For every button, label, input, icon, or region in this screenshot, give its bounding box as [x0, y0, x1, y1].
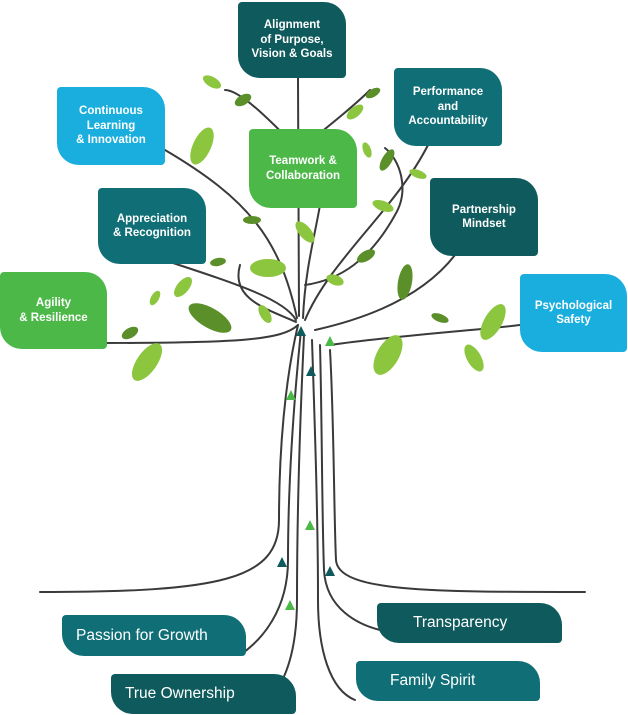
- value-agility-label: Agility & Resilience: [19, 297, 88, 324]
- value-psychological-safety: Psychological Safety: [520, 274, 627, 352]
- tree-branches: [39, 77, 586, 701]
- value-appreciation-label: Appreciation & Recognition: [113, 212, 191, 239]
- leaves: [121, 75, 506, 381]
- value-performance-accountability: Performance and Accountability: [394, 68, 502, 146]
- root-family-label: Family Spirit: [390, 672, 476, 689]
- value-continuous-label: Continuous Learning & Innovation: [76, 105, 146, 147]
- value-alignment-label: Alignment of Purpose, Vision & Goals: [251, 19, 333, 61]
- value-agility-resilience: Agility & Resilience: [0, 272, 107, 349]
- root-transparency: Transparency: [377, 603, 562, 643]
- root-transparency-label: Transparency: [413, 614, 508, 631]
- root-ownership-label: True Ownership: [125, 685, 235, 702]
- value-partnership-label: Partnership Mindset: [452, 203, 516, 230]
- flow-arrows: [277, 326, 335, 610]
- value-partnership-mindset: Partnership Mindset: [430, 178, 538, 256]
- value-continuous-learning: Continuous Learning & Innovation: [57, 87, 165, 165]
- root-passion-label: Passion for Growth: [76, 626, 208, 644]
- root-true-ownership: True Ownership: [111, 674, 296, 714]
- value-psychological-label: Psychological Safety: [534, 299, 613, 326]
- value-teamwork-label: Teamwork & Collaboration: [265, 155, 341, 182]
- root-family-spirit: Family Spirit: [356, 661, 540, 701]
- value-appreciation-recognition: Appreciation & Recognition: [98, 188, 206, 264]
- value-performance-label: Performance and Accountability: [408, 86, 488, 128]
- value-teamwork-collaboration: Teamwork & Collaboration: [249, 129, 357, 208]
- root-passion-for-growth: Passion for Growth: [62, 615, 246, 656]
- value-alignment-of-purpose: Alignment of Purpose, Vision & Goals: [238, 2, 346, 78]
